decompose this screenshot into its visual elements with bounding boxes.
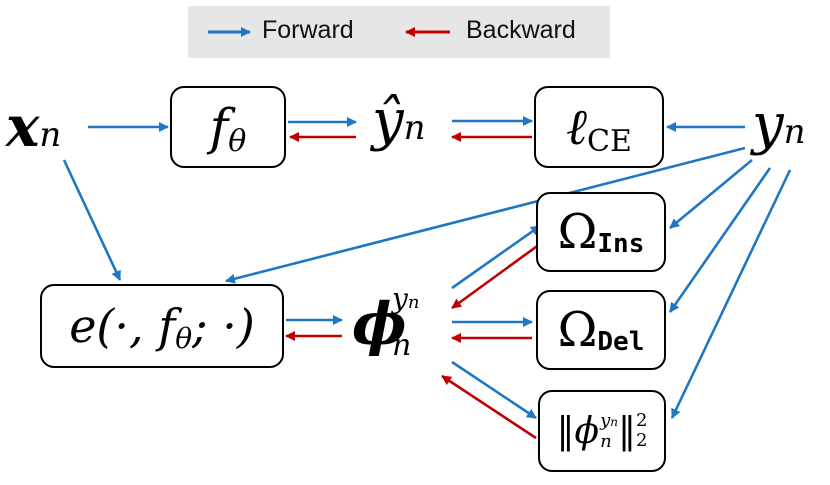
explainer-tail: ; ·)	[192, 299, 255, 353]
legend-backward-label: Backward	[466, 16, 576, 44]
norm-scripts: yn n	[600, 409, 618, 452]
node-y-hat: ŷn	[372, 88, 426, 153]
norm-exp-sub: 2	[636, 430, 648, 451]
legend-forward-label: Forward	[262, 16, 354, 44]
norm-symbol: ‖ϕ	[556, 410, 600, 452]
norm-sup-subscript: n	[610, 414, 618, 429]
norm-exponents: 2 2	[636, 411, 647, 451]
f-subscript: θ	[228, 123, 247, 159]
arrow-y-to-omega-ins	[669, 158, 753, 230]
arrow-x-to-explainer	[62, 159, 122, 281]
node-y-n: yn	[752, 92, 806, 157]
phi-sup-symbol: y	[392, 282, 408, 315]
f-symbol: f	[209, 98, 229, 156]
phi-subscript: n	[392, 328, 412, 363]
node-x-n: xn	[6, 94, 61, 160]
explainer-text: e(·, f	[69, 299, 176, 353]
norm-tail: ‖	[618, 410, 636, 452]
y-hat-subscript: n	[403, 108, 426, 148]
norm-exp: 2	[636, 410, 648, 431]
node-phi: ϕ yn n	[352, 282, 419, 363]
omega-del-subscript: Del	[597, 327, 645, 357]
norm-superscript: yn	[600, 409, 618, 432]
norm-subscript: n	[600, 430, 612, 452]
y-symbol: y	[752, 92, 784, 157]
omega-ins-symbol: Ω	[557, 204, 598, 260]
l-symbol: ℓ	[566, 98, 587, 156]
arrow-y-to-norm	[670, 169, 792, 419]
omega-del-symbol: Ω	[557, 302, 598, 358]
y-hat-symbol: ŷ	[372, 88, 404, 153]
arrow-phi-to-norm	[451, 360, 537, 420]
omega-ins-subscript: Ins	[597, 229, 645, 259]
norm-sup-symbol: y	[600, 409, 611, 431]
x-symbol: x	[6, 94, 40, 160]
arrow-y-to-omega-del	[668, 167, 772, 313]
arrow-y-to-explainer	[225, 146, 746, 284]
l-subscript: CE	[586, 123, 632, 159]
phi-symbol: ϕ	[352, 290, 407, 358]
arrow-phi-to-omega-ins	[451, 224, 541, 290]
explainer-subscript: θ	[175, 321, 193, 355]
node-norm: ‖ϕ yn n ‖ 2 2	[538, 390, 666, 472]
arrow-norm-to-phi	[441, 374, 537, 440]
legend	[188, 6, 610, 58]
phi-superscript: yn	[392, 282, 419, 315]
x-subscript: n	[39, 115, 62, 155]
phi-sup-subscript: n	[407, 292, 420, 313]
y-subscript: n	[783, 112, 806, 152]
arrow-omega-ins-to-phi	[451, 242, 541, 310]
